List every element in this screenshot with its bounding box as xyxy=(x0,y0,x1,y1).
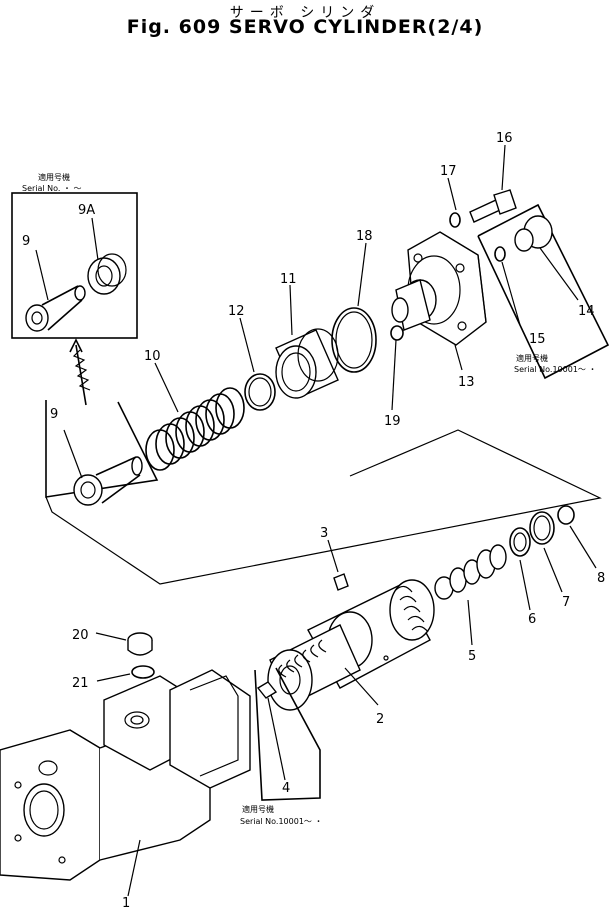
callout-9-inset: 9 xyxy=(22,234,30,249)
inset-box-middle-left xyxy=(45,400,602,585)
part-3-set-screw xyxy=(327,539,349,591)
callout-5: 5 xyxy=(468,649,476,664)
callout-11: 11 xyxy=(280,272,297,287)
part-4-set-screw xyxy=(256,681,286,781)
callout-14: 14 xyxy=(578,304,595,319)
serial-note-right-jp: 適用号機 xyxy=(516,353,548,363)
part-21-o-ring xyxy=(96,665,155,682)
serial-note-top-left: Serial No. ・ ～ xyxy=(22,184,82,193)
part-20-plug xyxy=(95,632,153,656)
part-17-washer xyxy=(447,177,461,228)
inset-box-bottom xyxy=(254,667,321,801)
callout-6: 6 xyxy=(528,612,536,627)
part-13-cover xyxy=(391,231,487,371)
callout-17: 17 xyxy=(440,164,457,179)
callout-19: 19 xyxy=(384,414,401,429)
part-9-bolt-inset xyxy=(25,285,86,332)
figure-title: Fig. 609 SERVO CYLINDER(2/4) xyxy=(126,16,484,38)
part-10-spring xyxy=(145,362,245,471)
callout-16: 16 xyxy=(496,131,513,146)
part-19-o-ring xyxy=(390,325,404,411)
part-8-o-ring xyxy=(557,505,597,569)
callout-4: 4 xyxy=(282,781,290,796)
serial-note-top-left-jp: 適用号機 xyxy=(38,172,70,182)
callout-3: 3 xyxy=(320,526,328,541)
part-9A-washer xyxy=(87,253,127,295)
callout-7: 7 xyxy=(562,595,570,610)
callout-20: 20 xyxy=(72,628,89,643)
part-11-bushing xyxy=(275,284,339,399)
part-5-valve-assembly xyxy=(434,544,507,646)
japanese-title: サーボ シリンダ xyxy=(229,5,381,21)
callout-1: 1 xyxy=(122,896,130,909)
part-6-snap-ring xyxy=(509,527,531,611)
callout-9A: 9A xyxy=(78,203,95,218)
serial-note-bottom-jp: 適用号機 xyxy=(242,804,274,814)
callout-13: 13 xyxy=(458,375,475,390)
part-9-bolt xyxy=(73,456,143,506)
part-16-bolt xyxy=(469,144,517,223)
inset-box-top-left xyxy=(11,192,138,339)
part-7-ring xyxy=(529,511,563,593)
callout-21: 21 xyxy=(72,676,89,691)
part-2-piston-cylinder xyxy=(267,579,435,711)
callout-8: 8 xyxy=(597,571,605,586)
serial-note-bottom: Serial No.10001～ ・ xyxy=(240,817,322,826)
callout-12: 12 xyxy=(228,304,245,319)
part-15-o-ring xyxy=(494,246,521,326)
callout-10: 10 xyxy=(144,349,161,364)
part-12-ring xyxy=(239,317,276,411)
callout-9: 9 xyxy=(50,407,58,422)
part-18-o-ring xyxy=(331,242,377,373)
inset-box-right xyxy=(477,203,610,380)
arrow-connector xyxy=(69,338,91,406)
callout-15: 15 xyxy=(529,332,546,347)
serial-note-right: Serial No.10001～ ・ xyxy=(514,365,596,374)
part-1-housing xyxy=(0,669,251,897)
part-14-plug xyxy=(514,215,579,301)
callout-18: 18 xyxy=(356,229,373,244)
callout-2: 2 xyxy=(376,712,384,727)
